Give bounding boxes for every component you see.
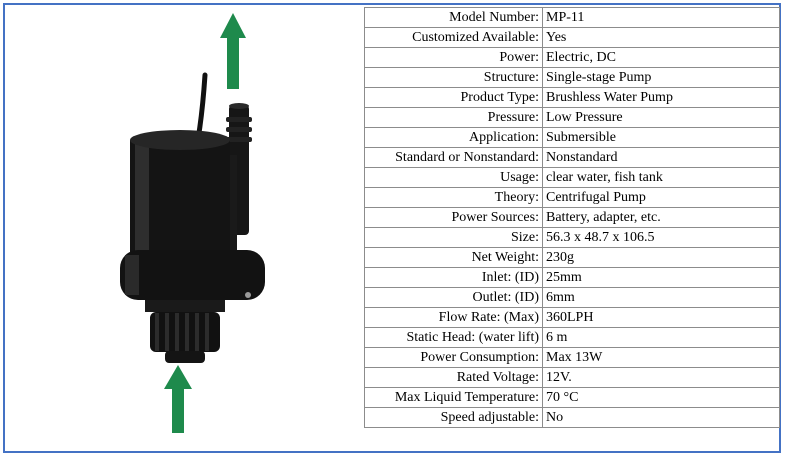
spec-row: Outlet: (ID)6mm xyxy=(364,287,780,308)
outlet-flow-arrow-icon xyxy=(220,13,246,89)
motor-housing xyxy=(130,130,230,255)
spec-row: Speed adjustable:No xyxy=(364,407,780,428)
spec-label: Rated Voltage: xyxy=(364,367,543,388)
spec-label: Usage: xyxy=(364,167,543,188)
spec-value: 6mm xyxy=(542,287,780,308)
spec-label: Speed adjustable: xyxy=(364,407,543,428)
spec-row: Product Type:Brushless Water Pump xyxy=(364,87,780,108)
spec-value: 56.3 x 48.7 x 106.5 xyxy=(542,227,780,248)
spec-row: Power Sources:Battery, adapter, etc. xyxy=(364,207,780,228)
spec-row: Pressure:Low Pressure xyxy=(364,107,780,128)
spec-value: MP-11 xyxy=(542,7,780,28)
spec-value: Battery, adapter, etc. xyxy=(542,207,780,228)
spec-label: Standard or Nonstandard: xyxy=(364,147,543,168)
spec-row: Application:Submersible xyxy=(364,127,780,148)
spec-value: 360LPH xyxy=(542,307,780,328)
spec-label: Product Type: xyxy=(364,87,543,108)
spec-value: 230g xyxy=(542,247,780,268)
spec-value: Nonstandard xyxy=(542,147,780,168)
spec-value: 12V. xyxy=(542,367,780,388)
spec-row: Power:Electric, DC xyxy=(364,47,780,68)
spec-label: Power: xyxy=(364,47,543,68)
spec-label: Structure: xyxy=(364,67,543,88)
spec-value: Electric, DC xyxy=(542,47,780,68)
spec-row: Size: 56.3 x 48.7 x 106.5 xyxy=(364,227,780,248)
spec-row: Usage:clear water, fish tank xyxy=(364,167,780,188)
spec-label: Size: xyxy=(364,227,543,248)
spec-label: Power Sources: xyxy=(364,207,543,228)
spec-value: No xyxy=(542,407,780,428)
spec-row: Customized Available:Yes xyxy=(364,27,780,48)
spec-label: Outlet: (ID) xyxy=(364,287,543,308)
pump-base xyxy=(120,250,265,300)
spec-row: Net Weight:230g xyxy=(364,247,780,268)
spec-label: Customized Available: xyxy=(364,27,543,48)
spec-label: Static Head: (water lift) xyxy=(364,327,543,348)
spec-row: Static Head: (water lift)6 m xyxy=(364,327,780,348)
spec-label: Theory: xyxy=(364,187,543,208)
spec-row: Model Number:MP-11 xyxy=(364,7,780,28)
inlet-strainer xyxy=(145,300,225,363)
spec-value: 70 °C xyxy=(542,387,780,408)
spec-label: Pressure: xyxy=(364,107,543,128)
spec-value: 25mm xyxy=(542,267,780,288)
spec-label: Application: xyxy=(364,127,543,148)
spec-label: Inlet: (ID) xyxy=(364,267,543,288)
spec-value: 6 m xyxy=(542,327,780,348)
spec-label: Max Liquid Temperature: xyxy=(364,387,543,408)
spec-value: Max 13W xyxy=(542,347,780,368)
spec-row: Rated Voltage:12V. xyxy=(364,367,780,388)
spec-row: Power Consumption:Max 13W xyxy=(364,347,780,368)
spec-value: clear water, fish tank xyxy=(542,167,780,188)
spec-value: Submersible xyxy=(542,127,780,148)
spec-row: Inlet: (ID)25mm xyxy=(364,267,780,288)
spec-label: Power Consumption: xyxy=(364,347,543,368)
inlet-flow-arrow-icon xyxy=(164,365,192,433)
spec-label: Model Number: xyxy=(364,7,543,28)
spec-value: Yes xyxy=(542,27,780,48)
spec-row: Standard or Nonstandard:Nonstandard xyxy=(364,147,780,168)
spec-value: Single-stage Pump xyxy=(542,67,780,88)
spec-value: Centrifugal Pump xyxy=(542,187,780,208)
spec-label: Net Weight: xyxy=(364,247,543,268)
spec-label: Flow Rate: (Max) xyxy=(364,307,543,328)
pump-illustration xyxy=(120,13,265,433)
spec-row: Max Liquid Temperature:70 °C xyxy=(364,387,780,408)
spec-value: Brushless Water Pump xyxy=(542,87,780,108)
spec-value: Low Pressure xyxy=(542,107,780,128)
spec-row: Flow Rate: (Max)360LPH xyxy=(364,307,780,328)
spec-row: Theory:Centrifugal Pump xyxy=(364,187,780,208)
spec-row: Structure:Single-stage Pump xyxy=(364,67,780,88)
